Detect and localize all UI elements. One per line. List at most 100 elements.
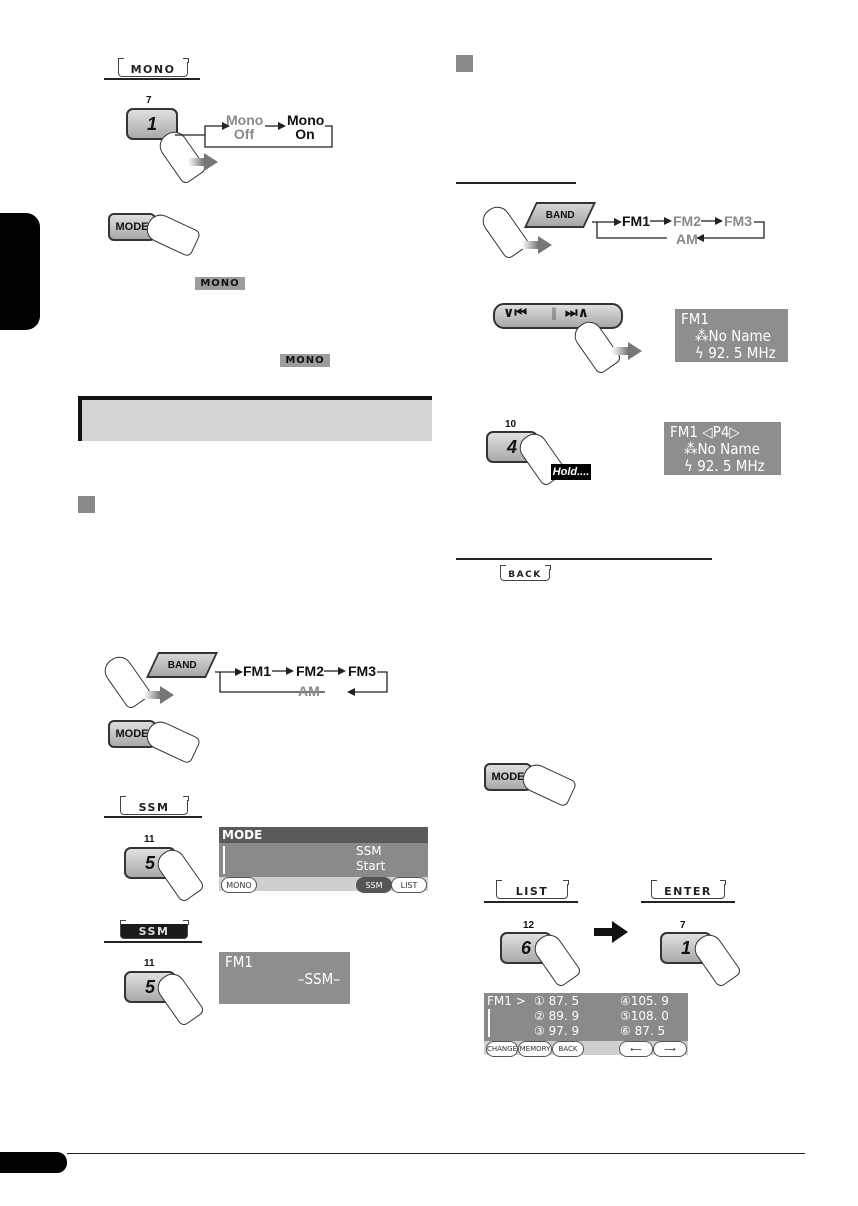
mono-button-number: 7	[146, 95, 152, 106]
enter-button-number: 7	[680, 920, 686, 931]
list-item: ⑥ 87. 5	[620, 1024, 666, 1038]
list-item: ④105. 9	[620, 994, 669, 1008]
back-softkey[interactable]: BACK	[499, 565, 551, 581]
ssm-display-text: –SSM–	[297, 970, 340, 988]
seek-tune-button[interactable]: ∨⏮ ‖ ⏭∧	[493, 303, 623, 329]
ssm-display: FM1 –SSM–	[219, 952, 350, 1004]
ssm-button-number: 11	[144, 958, 155, 969]
list-underline	[484, 901, 578, 903]
section-header-bar	[78, 396, 432, 441]
ssm-softkey-active[interactable]: SSM	[119, 920, 189, 939]
enter-underline	[641, 901, 735, 903]
band-fm1-label: FM1	[243, 663, 271, 679]
press-arrow-icon	[522, 236, 552, 254]
display-cursor	[223, 846, 225, 874]
mono-on-label: Mono On	[287, 112, 325, 142]
arrow-right-icon	[324, 667, 346, 675]
arrow-left-icon: ⟵	[630, 1044, 642, 1054]
station-icon: ⁂	[684, 440, 698, 458]
page-number-tab	[0, 1152, 67, 1173]
station-icon: ⁂	[695, 327, 709, 345]
next-step-arrow-icon	[594, 921, 628, 943]
band-fm1-label: FM1	[622, 213, 650, 229]
mono-flow-lines	[175, 122, 333, 148]
band-button[interactable]: BAND	[523, 202, 597, 228]
list-section-underline	[456, 558, 712, 560]
mode-display-line1: SSM	[356, 844, 382, 858]
list-item: ⑤108. 0	[620, 1009, 669, 1023]
band-fm3-label: FM3	[724, 213, 752, 229]
band-am-label: AM	[298, 683, 320, 699]
arrow-right-icon	[272, 667, 294, 675]
mode-display: MODE SSM Start MONO SSM LIST	[219, 827, 428, 893]
list-soft-button[interactable]: LIST	[391, 877, 427, 893]
list-item: ② 89. 9	[534, 1009, 580, 1023]
left-arrow-soft-button[interactable]: ⟵	[619, 1041, 653, 1057]
mono-number-button[interactable]: 1	[126, 108, 178, 140]
blink-right-icon: ▷	[729, 423, 740, 441]
finger-icon	[99, 651, 153, 711]
preset-display: FM1 ◁P4▷ ⁂No Name ϟ 92. 5 MHz	[664, 422, 781, 475]
tune-display: FM1 ⁂No Name ϟ 92. 5 MHz	[675, 309, 788, 362]
list-col1: ① 87. 5 ② 89. 9 ③ 97. 9	[534, 994, 579, 1039]
tune-display-name: ⁂No Name	[695, 327, 771, 345]
band-fm2-label: FM2	[296, 663, 324, 679]
list-col2: ④105. 9 ⑤108. 0 ⑥ 87. 5	[620, 994, 669, 1039]
ssm-soft-button[interactable]: SSM	[356, 877, 392, 893]
band-flow-lines	[592, 218, 765, 242]
preset-display-number: P4	[712, 423, 730, 441]
right-arrow-soft-button[interactable]: ⟶	[653, 1041, 687, 1057]
seek-down-icon: ∨⏮	[503, 305, 527, 321]
press-arrow-icon	[188, 153, 218, 171]
mono-indicator: MONO	[280, 354, 330, 367]
list-button-number: 12	[523, 920, 535, 931]
press-arrow-icon	[144, 686, 174, 704]
finger-icon	[142, 717, 202, 765]
divider-icon: ‖	[551, 306, 557, 320]
preset-button-number: 10	[505, 419, 517, 430]
change-soft-button[interactable]: CHANGE	[486, 1041, 518, 1057]
seek-up-icon: ⏭∧	[565, 305, 589, 321]
press-arrow-icon	[612, 342, 642, 360]
language-side-tab	[0, 213, 40, 330]
list-item: ① 87. 5	[534, 994, 580, 1008]
preset-list-display: FM1 > ① 87. 5 ② 89. 9 ③ 97. 9 ④105. 9 ⑤1…	[484, 993, 688, 1057]
tune-display-freq: ϟ 92. 5 MHz	[695, 344, 776, 362]
mono-indicator: MONO	[195, 277, 245, 290]
display-cursor	[488, 1009, 490, 1037]
signal-icon: ϟ	[695, 344, 709, 362]
mode-display-title: MODE	[219, 827, 428, 843]
enter-softkey[interactable]: ENTER	[650, 880, 726, 899]
mono-soft-button[interactable]: MONO	[221, 877, 257, 893]
hold-label: Hold....	[551, 464, 591, 480]
arrow-right-icon	[701, 217, 723, 225]
arrow-right-icon	[650, 217, 672, 225]
band-button[interactable]: BAND	[145, 652, 219, 678]
mono-underline	[104, 78, 200, 80]
ssm-softkey[interactable]: SSM	[119, 796, 189, 815]
finger-icon	[518, 760, 578, 808]
band-fm3-label: FM3	[348, 663, 376, 679]
band-am-label: AM	[676, 231, 698, 247]
list-item: ③ 97. 9	[534, 1024, 580, 1038]
section-square-icon	[78, 496, 95, 513]
mode-display-line2: Start	[356, 859, 386, 873]
finger-icon	[477, 201, 531, 261]
list-display-band: FM1 >	[487, 994, 526, 1008]
ssm-underline	[104, 816, 202, 818]
list-softkey[interactable]: LIST	[495, 880, 569, 899]
signal-icon: ϟ	[684, 457, 698, 475]
band-underline	[456, 182, 576, 184]
band-flow-lines	[215, 668, 388, 696]
back-soft-button[interactable]: BACK	[552, 1041, 584, 1057]
finger-icon	[142, 210, 202, 258]
ssm-underline	[104, 941, 202, 943]
arrow-right-icon: ⟶	[664, 1044, 676, 1054]
blink-left-icon: ◁	[702, 423, 713, 441]
tune-display-band: FM1	[681, 310, 709, 328]
section-square-icon	[456, 55, 473, 72]
mono-softkey[interactable]: MONO	[117, 58, 189, 77]
footer-rule	[67, 1153, 805, 1155]
memory-soft-button[interactable]: MEMORY	[518, 1041, 552, 1057]
band-fm2-label: FM2	[673, 213, 701, 229]
